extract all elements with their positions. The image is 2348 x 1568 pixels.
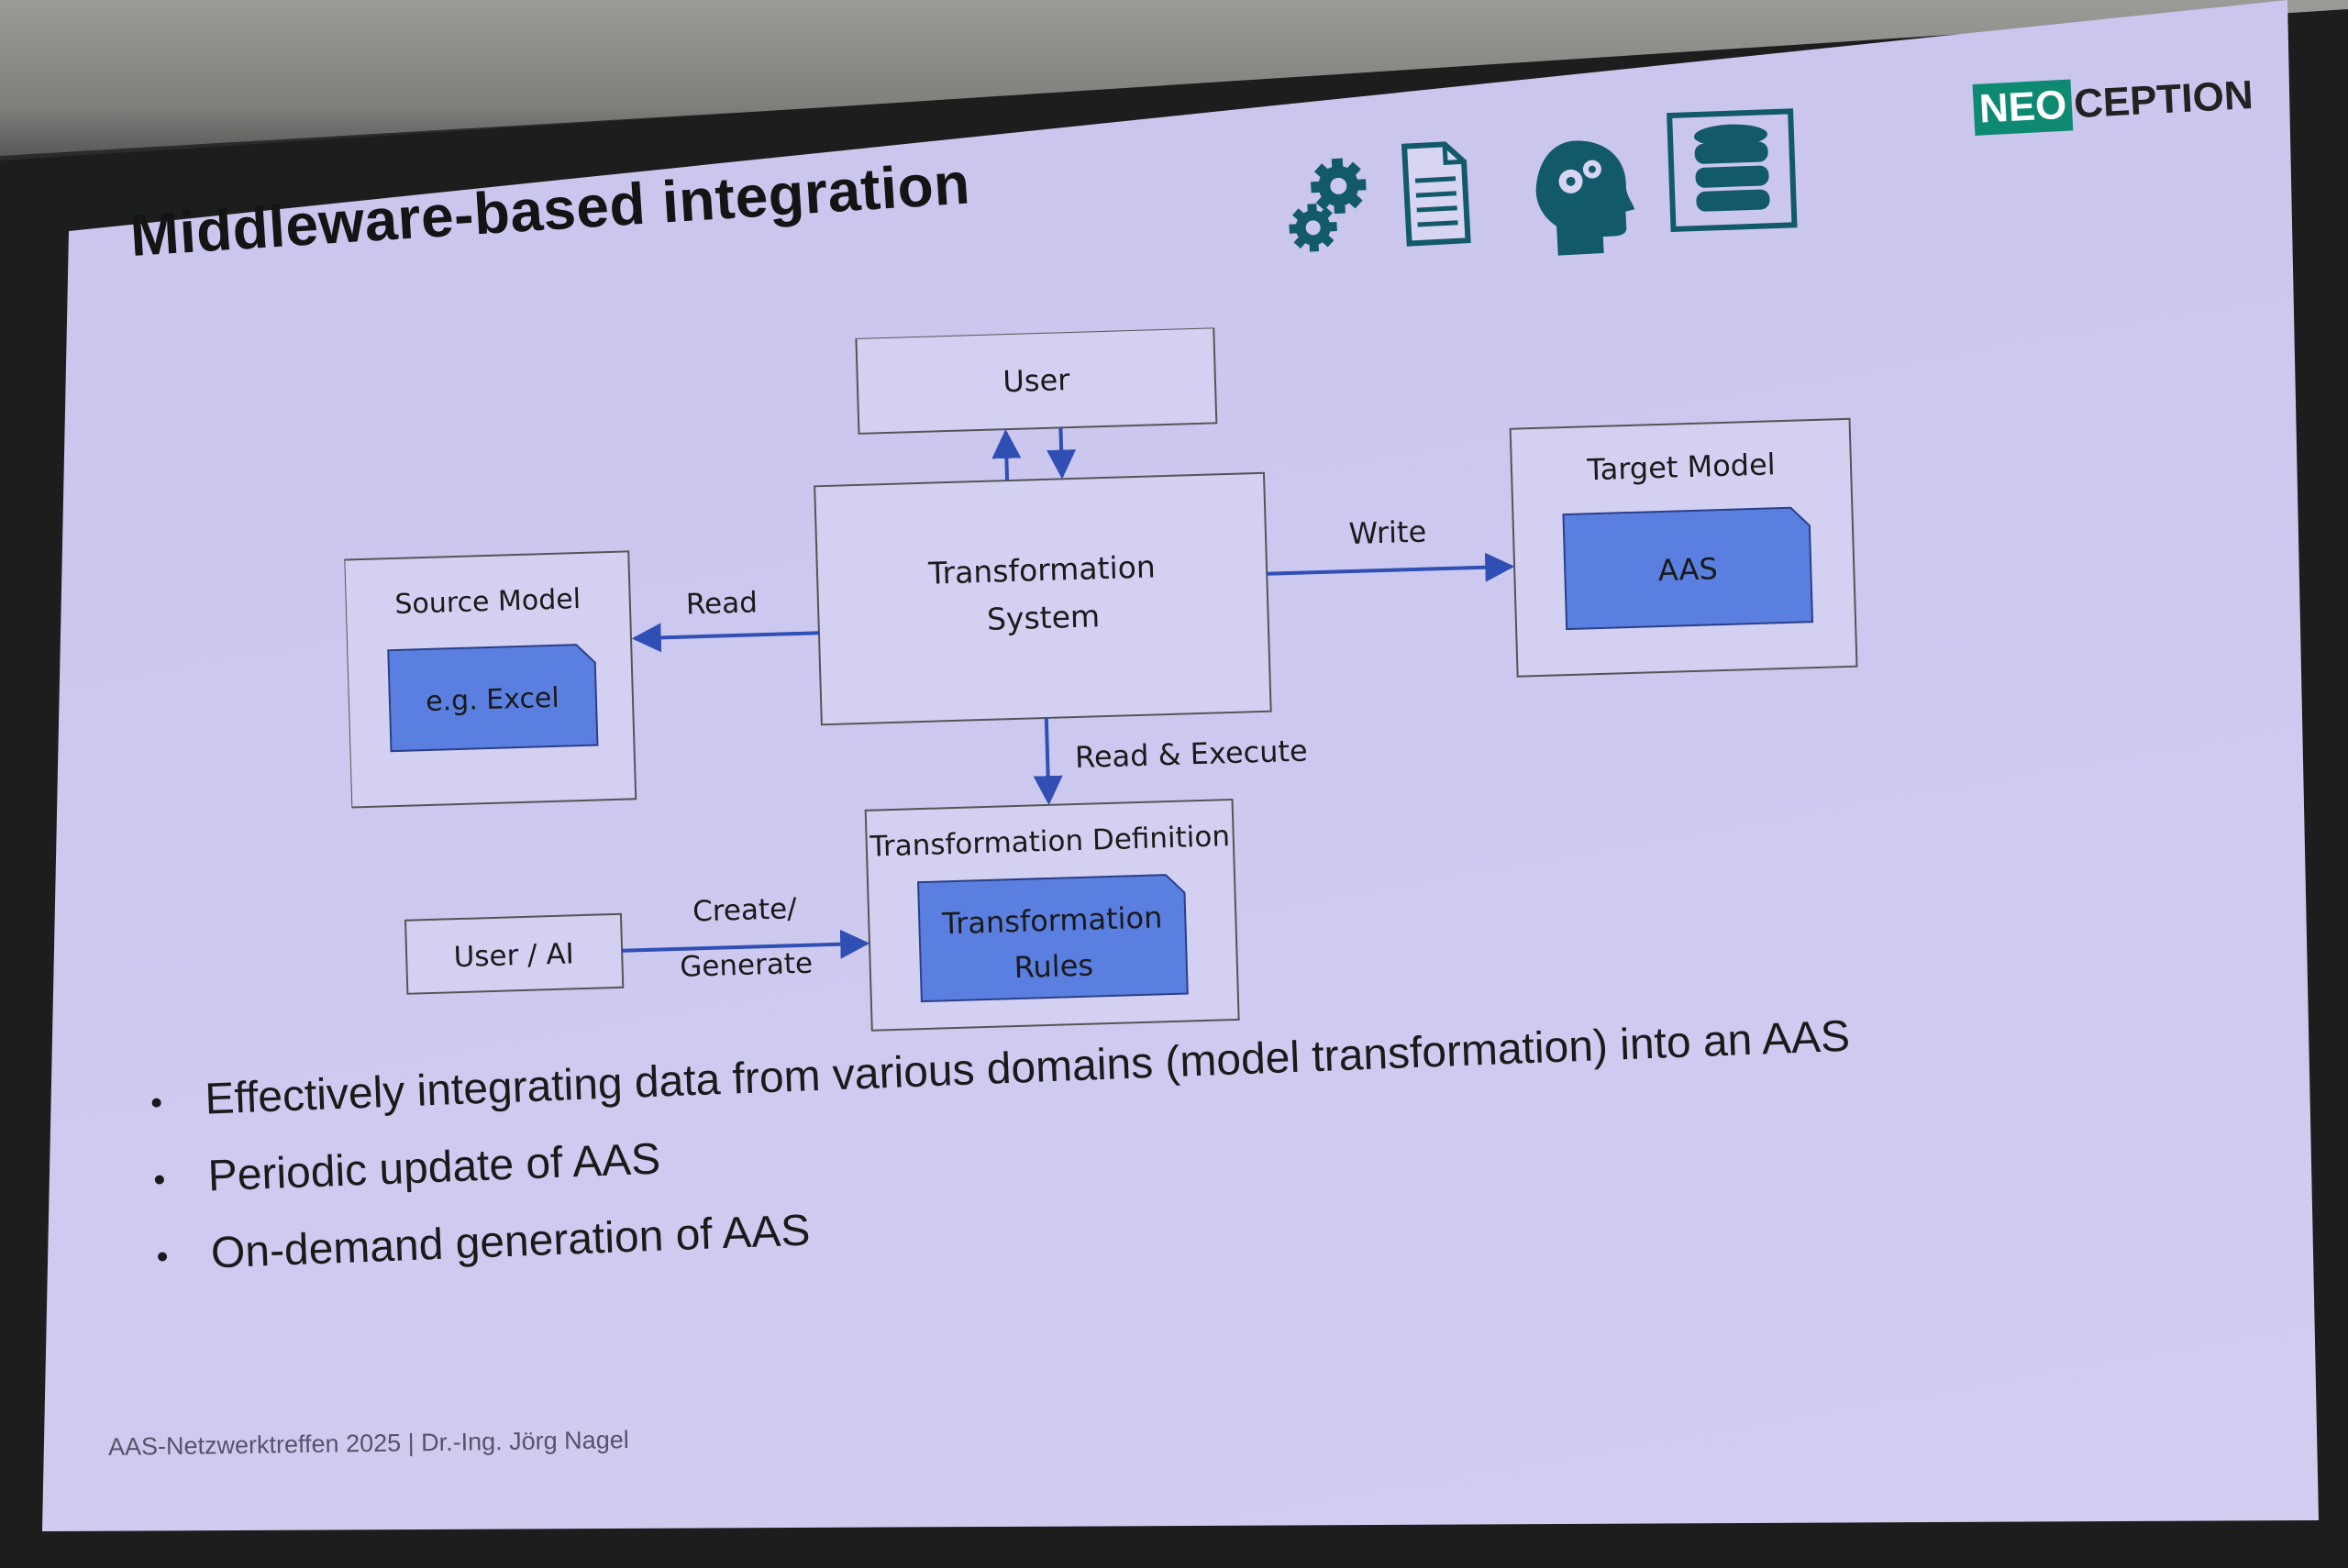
read-execute-label: Read & Execute: [1075, 734, 1309, 776]
create-generate-line-2: Generate: [680, 947, 814, 984]
arrow-user-to-ts: [1047, 427, 1077, 480]
arrow-write: [1267, 552, 1515, 582]
transformation-system-line-2: System: [986, 598, 1100, 637]
database-icon: [1667, 108, 1798, 233]
user-box: [855, 326, 1218, 435]
create-generate-line-1: Create/: [692, 892, 798, 928]
arrow-ts-to-user: [991, 428, 1022, 481]
target-model-label: Target Model: [1586, 447, 1776, 487]
aas-box: [1562, 506, 1814, 631]
logo-ception-part: CEPTION: [2072, 72, 2254, 127]
brain-gears-icon: [1535, 140, 1635, 256]
arrow-read: [631, 623, 819, 653]
arrow-read-execute: [1033, 717, 1063, 806]
logo-neo-part: NEO: [1972, 79, 2074, 136]
document-icon: [1401, 141, 1471, 247]
transformation-system-line-1: Transformation: [927, 548, 1157, 591]
transformation-rules-line-2: Rules: [1013, 948, 1093, 986]
write-label: Write: [1348, 514, 1427, 551]
read-label: Read: [685, 586, 758, 621]
user-ai-label: User / AI: [453, 937, 574, 974]
transformation-rules-box: [917, 874, 1189, 1003]
header-icons: [1289, 108, 1798, 256]
integration-diagram: User Transformation System Source Model …: [343, 326, 1858, 1032]
excel-label: e.g. Excel: [426, 682, 560, 718]
gears-icon: [1289, 158, 1367, 252]
source-model-label: Source Model: [394, 583, 581, 621]
aas-label: AAS: [1657, 551, 1718, 588]
transformation-rules-line-1: Transformation: [941, 900, 1163, 941]
excel-box: [387, 644, 599, 753]
arrow-create-generate: [622, 929, 870, 959]
user-label: User: [1002, 362, 1071, 399]
